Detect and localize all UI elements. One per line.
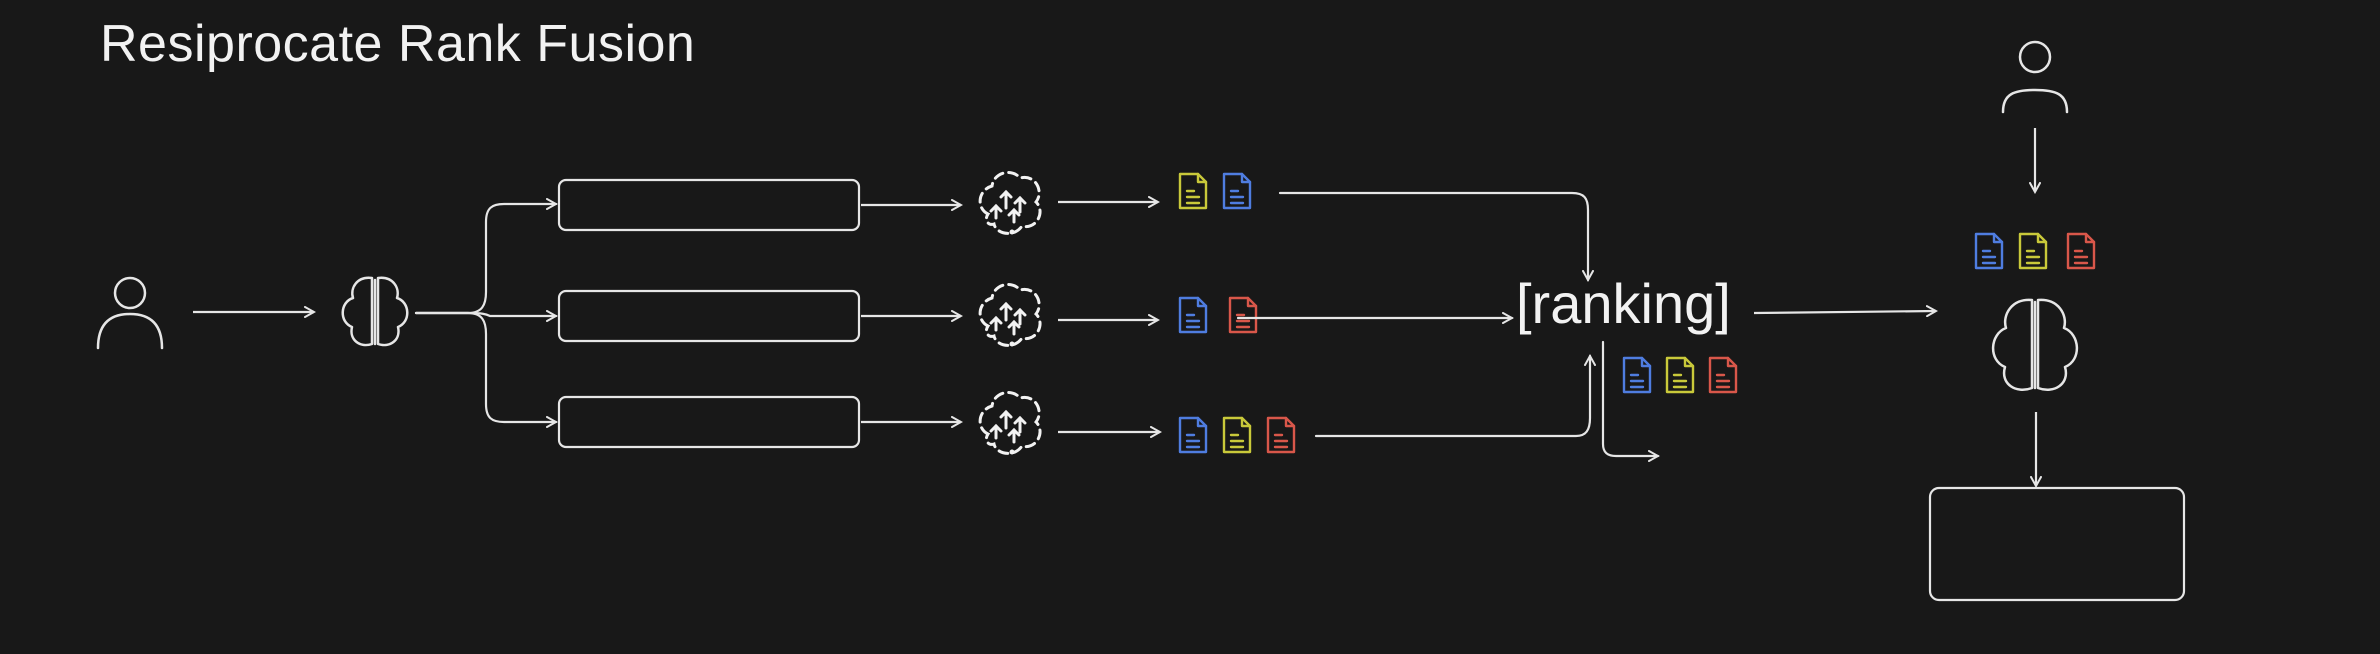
document-icon — [1178, 172, 1208, 210]
query-to-search-arrows — [861, 205, 961, 422]
results-to-ranking-connectors — [1236, 191, 1658, 456]
document-icon — [2018, 232, 2048, 270]
search-to-docs-arrows — [1058, 202, 1160, 432]
search-engine-icon — [978, 170, 1042, 235]
brain-icon — [1991, 298, 2079, 391]
document-icon — [1622, 356, 1652, 394]
document-icon — [1222, 172, 1252, 210]
document-icon — [1222, 416, 1252, 454]
user-icon — [96, 276, 164, 350]
generated-query-box-3 — [557, 395, 861, 449]
user-icon — [2001, 40, 2069, 114]
ranking-label: [ranking] — [1516, 272, 1731, 335]
document-icon — [2066, 232, 2096, 270]
generated-query-box-1 — [557, 178, 861, 232]
query-fanout-connectors — [414, 204, 556, 422]
brain-icon — [341, 276, 409, 347]
final-answer-box — [1928, 486, 2186, 602]
search-engine-icon — [978, 282, 1042, 347]
document-icon — [1266, 416, 1296, 454]
document-icon — [1708, 356, 1738, 394]
document-icon — [1178, 296, 1208, 334]
document-icon — [1665, 356, 1695, 394]
diagram-title: Resiprocate Rank Fusion — [100, 15, 696, 73]
document-icon — [1228, 296, 1258, 334]
generated-query-box-2 — [557, 289, 861, 343]
query-boxes — [557, 178, 861, 449]
document-icon — [1974, 232, 2004, 270]
document-icon — [1178, 416, 1208, 454]
ranking-to-llm-arrow — [1753, 311, 1936, 313]
search-engine-icon — [978, 390, 1042, 455]
